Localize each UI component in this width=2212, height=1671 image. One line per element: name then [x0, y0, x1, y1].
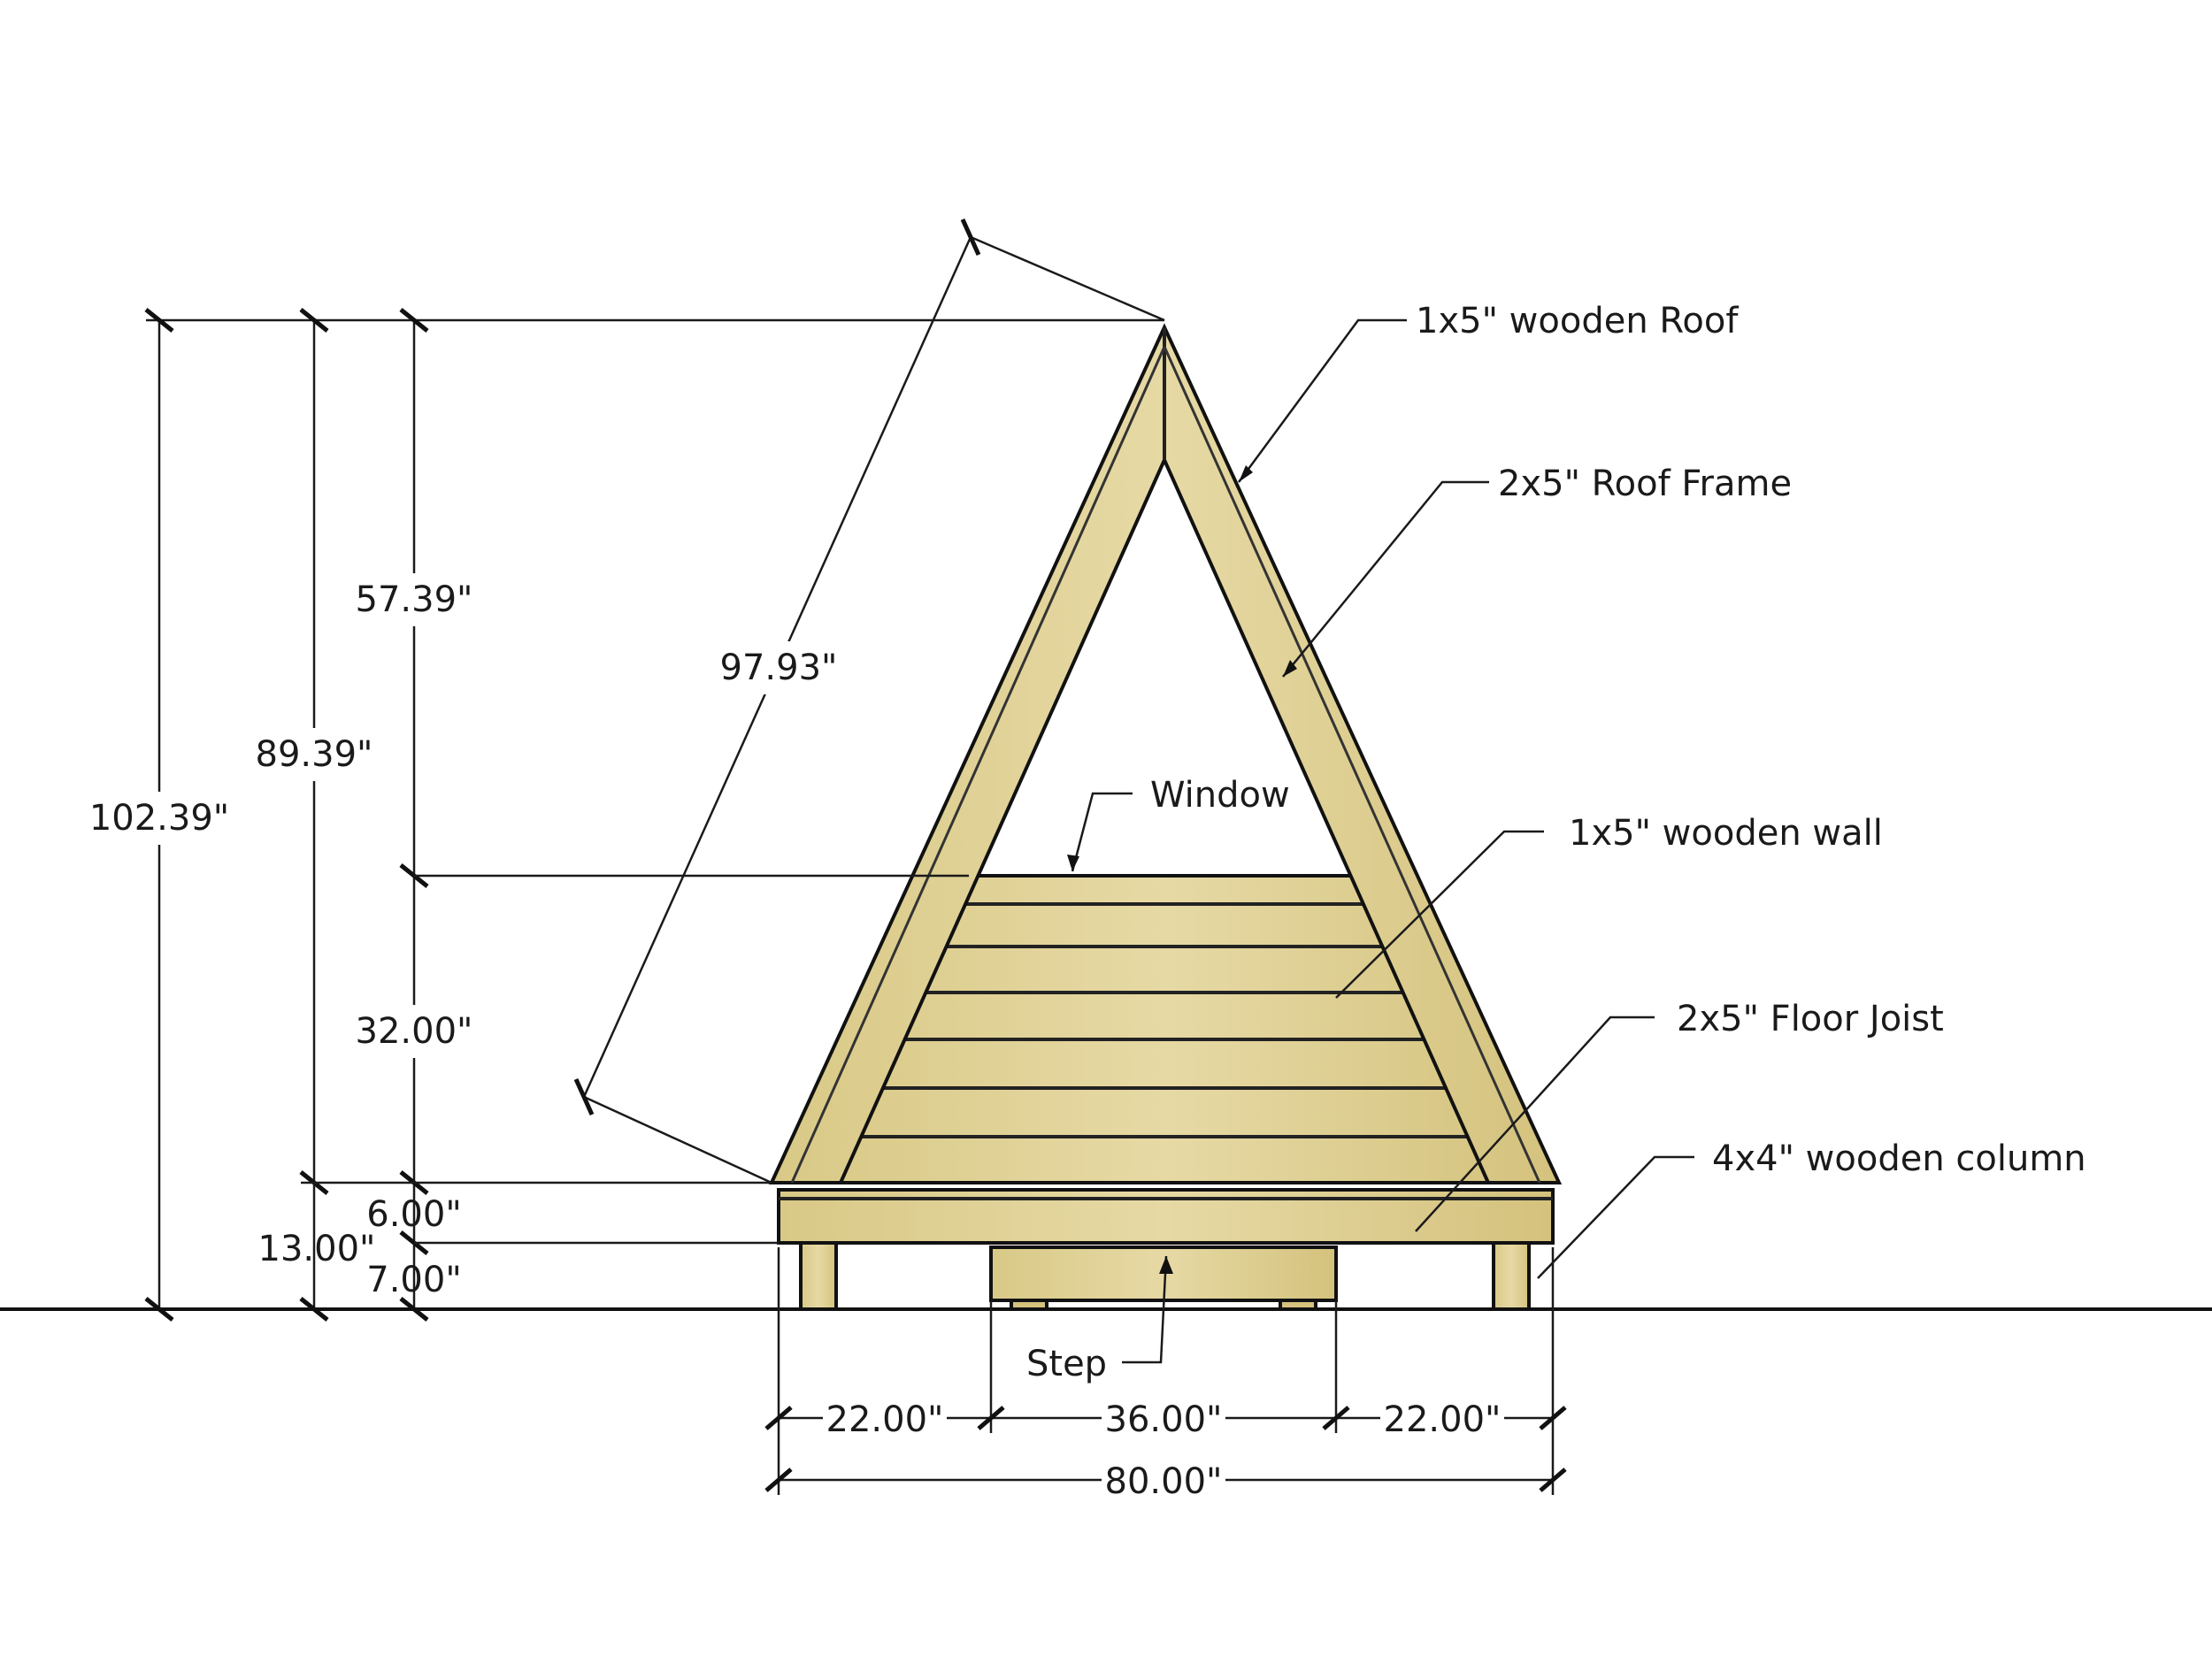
dim-column-clearance: 7.00": [366, 1260, 461, 1300]
dim-left-offset: 22.00": [826, 1399, 944, 1440]
roof-frame-leader: [1282, 480, 1489, 678]
right-column: [1492, 1241, 1531, 1311]
label-step: Step: [1026, 1344, 1107, 1384]
vertical-dimensions: [144, 308, 1164, 1322]
step-foot-right: [1279, 1299, 1317, 1311]
column-leader: [1537, 1155, 1694, 1279]
label-roof-frame: 2x5" Roof Frame: [1498, 464, 1792, 504]
roof-frame: [768, 323, 1563, 1184]
label-roof: 1x5" wooden Roof: [1416, 301, 1739, 341]
dim-roof-length: 97.93": [720, 648, 838, 688]
step-leader: [1122, 1255, 1168, 1364]
leader-lines: [1067, 318, 1694, 1364]
window-leader: [1071, 792, 1133, 872]
roof-board-right: [1163, 346, 1541, 1184]
label-window: Window: [1150, 775, 1290, 816]
floor-joist-leader: [1415, 1016, 1655, 1232]
dim-step-width: 36.00": [1105, 1399, 1223, 1440]
dim-roof-upper: 57.39": [356, 579, 473, 620]
step-foot-left: [1010, 1299, 1048, 1311]
roof-board-left: [790, 346, 1166, 1184]
roof-leader: [1237, 318, 1407, 483]
dim-frame-height: 89.39": [256, 734, 373, 775]
label-wall: 1x5" wooden wall: [1569, 813, 1883, 854]
wall-leader: [1335, 830, 1544, 999]
label-column: 4x4" wooden column: [1712, 1138, 2086, 1179]
dim-right-offset: 22.00": [1384, 1399, 1502, 1440]
callout-labels: 1x5" wooden Roof 2x5" Roof Frame Window …: [1026, 301, 2086, 1384]
left-column: [799, 1241, 838, 1311]
dim-floor-joist: 6.00": [366, 1194, 461, 1235]
dim-wall-height: 32.00": [356, 1011, 473, 1052]
dim-total-height: 102.39": [89, 798, 229, 839]
dim-base-height: 13.00": [258, 1229, 376, 1269]
a-frame-structure: [768, 323, 1563, 1311]
dim-total-width: 80.00": [1105, 1461, 1223, 1502]
dimension-labels: 102.39" 89.39" 57.39" 32.00" 97.93" 6.00…: [88, 573, 1504, 1502]
label-floor-joist: 2x5" Floor Joist: [1677, 999, 1944, 1039]
